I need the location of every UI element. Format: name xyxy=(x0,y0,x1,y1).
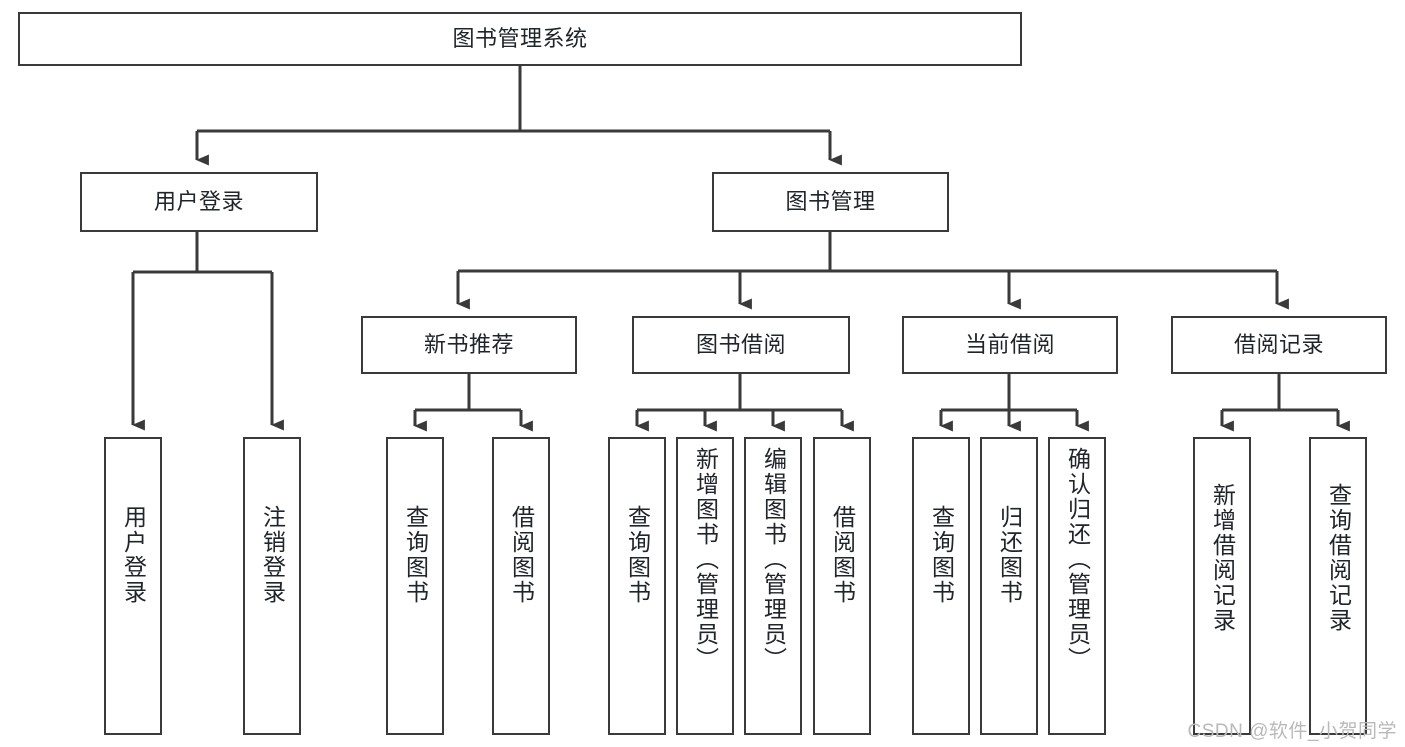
node-borrow-record-label: 借阅记录 xyxy=(1233,332,1324,358)
node-leaf-query-book-3[interactable]: 查询图书 xyxy=(912,437,970,735)
node-new-book-rec-label: 新书推荐 xyxy=(423,332,514,358)
node-root[interactable]: 图书管理系统 xyxy=(18,12,1022,66)
node-leaf-return-book[interactable]: 归还图书 xyxy=(980,437,1038,735)
node-leaf-add-book[interactable]: 新增图书（管理员） xyxy=(676,437,734,735)
node-leaf-edit-book-label: 编辑图书（管理员） xyxy=(760,447,787,672)
node-leaf-borrow-book-2[interactable]: 借阅图书 xyxy=(813,437,871,735)
node-leaf-borrow-book-1[interactable]: 借阅图书 xyxy=(492,437,550,735)
node-leaf-confirm-return-label: 确认归还（管理员） xyxy=(1064,447,1091,672)
node-book-manage-label: 图书管理 xyxy=(785,189,876,215)
node-leaf-query-record[interactable]: 查询借阅记录 xyxy=(1309,437,1367,735)
node-book-borrow-label: 图书借阅 xyxy=(695,332,786,358)
node-new-book-rec[interactable]: 新书推荐 xyxy=(361,316,577,374)
node-leaf-query-record-label: 查询借阅记录 xyxy=(1325,483,1352,633)
node-borrow-record[interactable]: 借阅记录 xyxy=(1171,316,1387,374)
node-leaf-return-book-label: 归还图书 xyxy=(996,505,1023,605)
node-leaf-user-login[interactable]: 用户登录 xyxy=(104,437,162,735)
node-leaf-borrow-book-1-label: 借阅图书 xyxy=(508,505,535,605)
node-book-manage[interactable]: 图书管理 xyxy=(712,172,949,232)
node-leaf-add-record-label: 新增借阅记录 xyxy=(1209,483,1236,633)
node-leaf-edit-book[interactable]: 编辑图书（管理员） xyxy=(744,437,802,735)
node-leaf-user-login-label: 用户登录 xyxy=(120,505,147,605)
node-leaf-confirm-return[interactable]: 确认归还（管理员） xyxy=(1048,437,1106,735)
csdn-watermark: CSDN @软件_小贺同学 xyxy=(1187,721,1397,742)
node-leaf-query-book-1-label: 查询图书 xyxy=(402,505,429,605)
node-leaf-query-book-1[interactable]: 查询图书 xyxy=(386,437,444,735)
node-current-borrow[interactable]: 当前借阅 xyxy=(902,316,1118,374)
node-user-login[interactable]: 用户登录 xyxy=(80,172,318,232)
node-leaf-add-book-label: 新增图书（管理员） xyxy=(692,447,719,672)
node-root-label: 图书管理系统 xyxy=(452,26,588,52)
node-current-borrow-label: 当前借阅 xyxy=(964,332,1055,358)
node-leaf-query-book-3-label: 查询图书 xyxy=(928,505,955,605)
node-book-borrow[interactable]: 图书借阅 xyxy=(632,316,850,374)
node-leaf-query-book-2[interactable]: 查询图书 xyxy=(608,437,666,735)
node-leaf-logout-label: 注销登录 xyxy=(259,505,286,605)
node-leaf-query-book-2-label: 查询图书 xyxy=(624,505,651,605)
node-leaf-borrow-book-2-label: 借阅图书 xyxy=(829,505,856,605)
node-user-login-label: 用户登录 xyxy=(153,189,244,215)
node-leaf-logout[interactable]: 注销登录 xyxy=(243,437,301,735)
node-leaf-add-record[interactable]: 新增借阅记录 xyxy=(1193,437,1251,735)
